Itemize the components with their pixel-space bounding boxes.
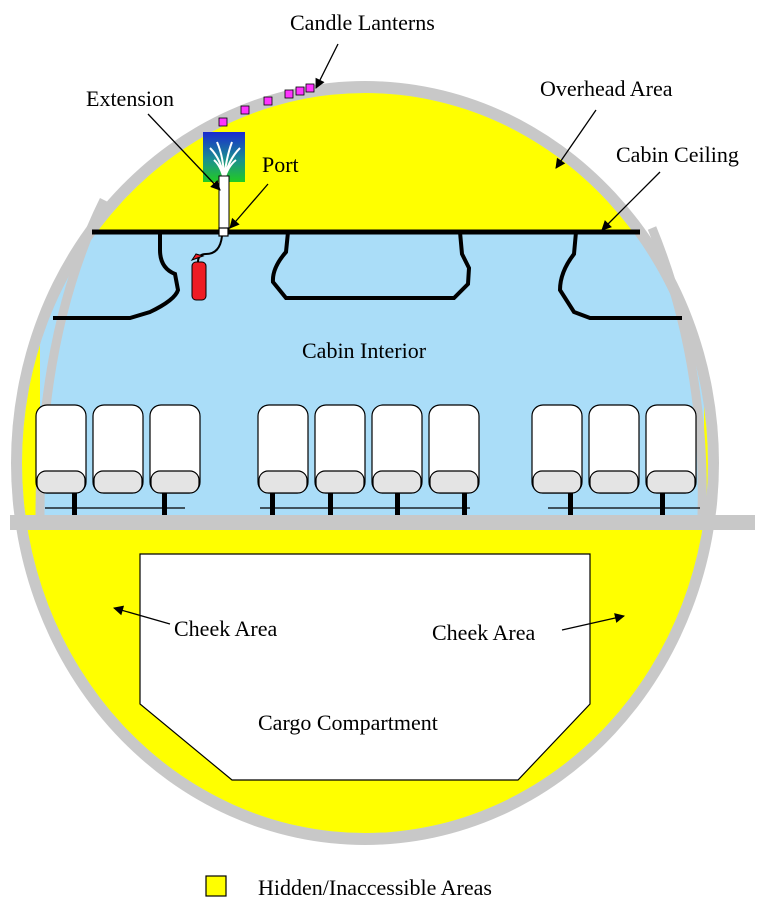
cheek-area-right-leader xyxy=(561,613,625,631)
candle-lantern-icon xyxy=(218,117,228,127)
seat-leg xyxy=(462,493,467,515)
fire-extinguisher-icon xyxy=(190,253,207,301)
cabin-interior-label: Cabin Interior xyxy=(302,338,427,363)
seat-cushion xyxy=(429,470,479,494)
port-label: Port xyxy=(262,152,299,177)
seat-cushion xyxy=(372,470,422,494)
candle-lantern-icon xyxy=(284,89,294,99)
overhead-area-leader xyxy=(555,109,597,169)
seat-leg xyxy=(72,493,77,515)
extension-nozzle-icon xyxy=(203,132,245,230)
candle-lantern-icon xyxy=(263,96,273,106)
port-icon xyxy=(218,227,229,237)
seat-cushion xyxy=(532,470,582,494)
seat-cushion xyxy=(36,470,86,494)
overhead-area-label: Overhead Area xyxy=(540,76,673,101)
extension-label: Extension xyxy=(86,86,174,111)
seat-leg xyxy=(395,493,400,515)
cabin-ceiling-leader xyxy=(601,171,661,231)
seat-cushion xyxy=(150,470,200,494)
seat-cushion xyxy=(646,470,696,494)
seat-cushion xyxy=(315,470,365,494)
seat-cushion xyxy=(258,470,308,494)
right-side-gap xyxy=(647,226,707,516)
seat-leg xyxy=(162,493,167,515)
candle-lantern-icon xyxy=(305,83,315,93)
cabin-ceiling-label: Cabin Ceiling xyxy=(616,142,739,167)
legend-swatch xyxy=(205,875,227,897)
passenger-seats xyxy=(35,404,700,515)
cargo-compartment-label: Cargo Compartment xyxy=(258,710,438,735)
seat-leg xyxy=(270,493,275,515)
cheek-area-left-label: Cheek Area xyxy=(174,616,277,641)
candle-lanterns-label: Candle Lanterns xyxy=(290,10,435,35)
overhead-bin-center xyxy=(270,231,472,300)
seat-cushion xyxy=(589,470,639,494)
legend-label: Hidden/Inaccessible Areas xyxy=(258,875,492,900)
candle-lantern-icon xyxy=(240,105,250,115)
cabin-floor xyxy=(10,515,755,530)
legend: Hidden/Inaccessible Areas xyxy=(205,875,492,900)
port-leader xyxy=(229,183,269,229)
seat-cushion xyxy=(93,470,143,494)
cheek-area-left-leader xyxy=(113,605,171,625)
seat-leg xyxy=(568,493,573,515)
overhead-bin-left xyxy=(53,232,181,320)
cargo-compartment xyxy=(139,553,591,781)
candle-lantern-icon xyxy=(295,86,305,96)
cheek-area-right-label: Cheek Area xyxy=(432,620,535,645)
overhead-bin-right xyxy=(557,231,682,320)
candle-lanterns-leader xyxy=(315,43,339,89)
extension-leader xyxy=(147,113,221,191)
candle-lanterns xyxy=(218,83,315,127)
seat-leg xyxy=(660,493,665,515)
seat-leg xyxy=(328,493,333,515)
